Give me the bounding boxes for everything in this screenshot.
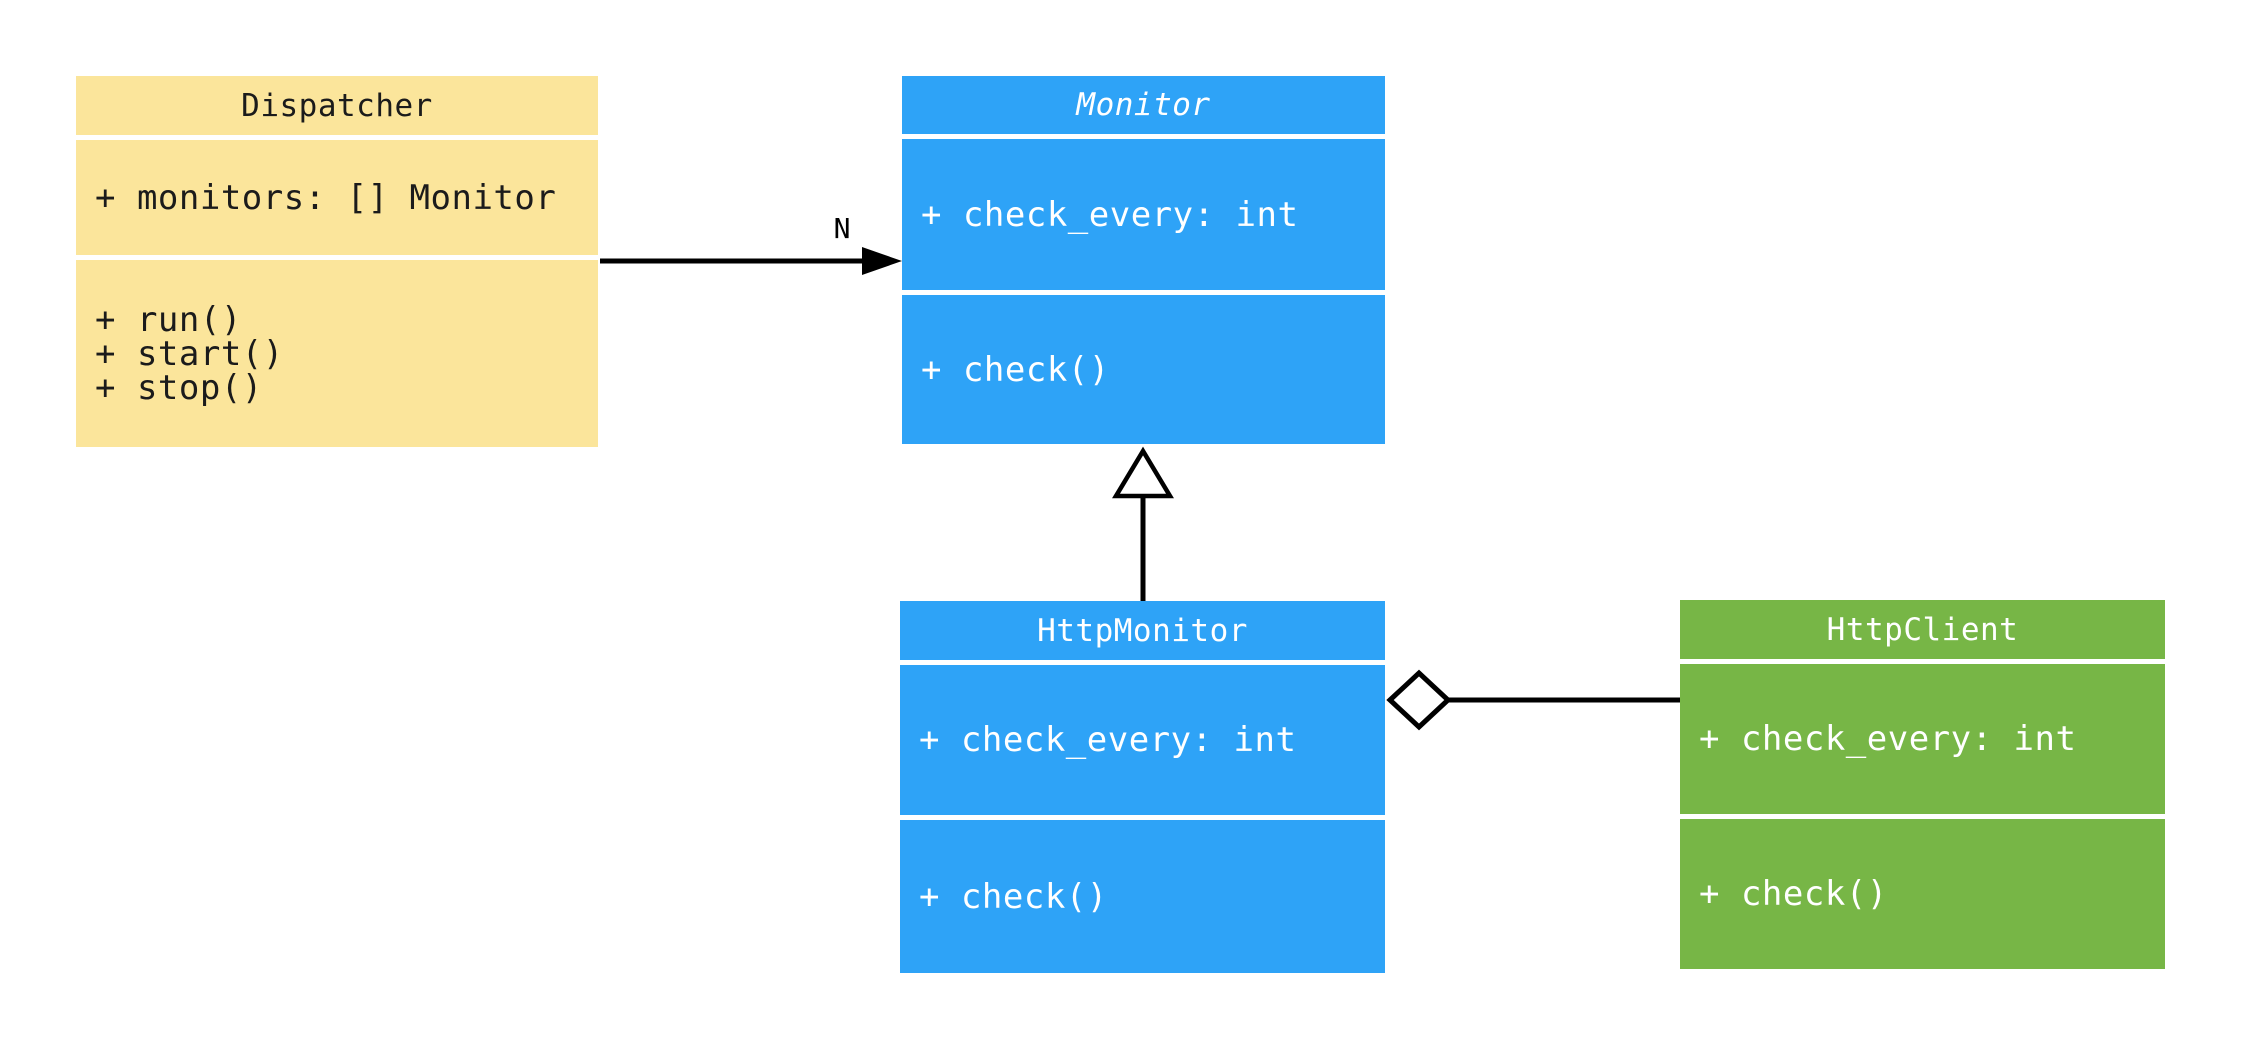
class-attributes-section: + check_every: int (900, 665, 1385, 815)
attribute-row: + check_every: int (1699, 719, 2077, 759)
class-name-label: HttpMonitor (1037, 612, 1248, 649)
method-row: + run() (95, 299, 242, 340)
aggregation-connector (1386, 669, 1680, 731)
class-httpclient: HttpClient + check_every: int + check() (1680, 600, 2165, 969)
class-monitor: Monitor + check_every: int + check() (902, 76, 1385, 444)
association-multiplicity-label: N (834, 212, 851, 245)
method-row: + start() (95, 333, 284, 374)
inheritance-triangle-icon (1112, 446, 1174, 499)
class-title: HttpMonitor (900, 601, 1385, 660)
class-httpmonitor: HttpMonitor + check_every: int + check() (900, 601, 1385, 973)
attribute-row: + check_every: int (919, 720, 1297, 760)
class-methods-section: + run() + start() + stop() (76, 260, 598, 447)
attribute-row: + check_every: int (921, 194, 1299, 235)
method-row: + check() (921, 349, 1110, 390)
inheritance-arrow (1112, 446, 1174, 601)
class-methods-section: + check() (1680, 819, 2165, 969)
attribute-row: + monitors: [] Monitor (95, 177, 557, 218)
aggregation-diamond-icon (1386, 669, 1452, 731)
method-row: + stop() (95, 367, 263, 408)
class-attributes-section: + monitors: [] Monitor (76, 140, 598, 255)
class-name-label: Dispatcher (241, 87, 433, 124)
class-name-label: Monitor (1076, 87, 1211, 123)
class-methods-section: + check() (902, 295, 1385, 444)
class-title: Dispatcher (76, 76, 598, 135)
class-attributes-section: + check_every: int (1680, 664, 2165, 814)
method-row: + check() (919, 876, 1108, 917)
class-title: Monitor (902, 76, 1385, 134)
association-arrow: N (600, 212, 902, 275)
class-attributes-section: + check_every: int (902, 139, 1385, 290)
class-name-label: HttpClient (1826, 611, 2019, 648)
class-dispatcher: Dispatcher + monitors: [] Monitor + run(… (76, 76, 598, 447)
method-row: + check() (1699, 874, 1888, 914)
class-title: HttpClient (1680, 600, 2165, 659)
class-methods-section: + check() (900, 820, 1385, 973)
association-arrowhead-icon (862, 247, 902, 275)
